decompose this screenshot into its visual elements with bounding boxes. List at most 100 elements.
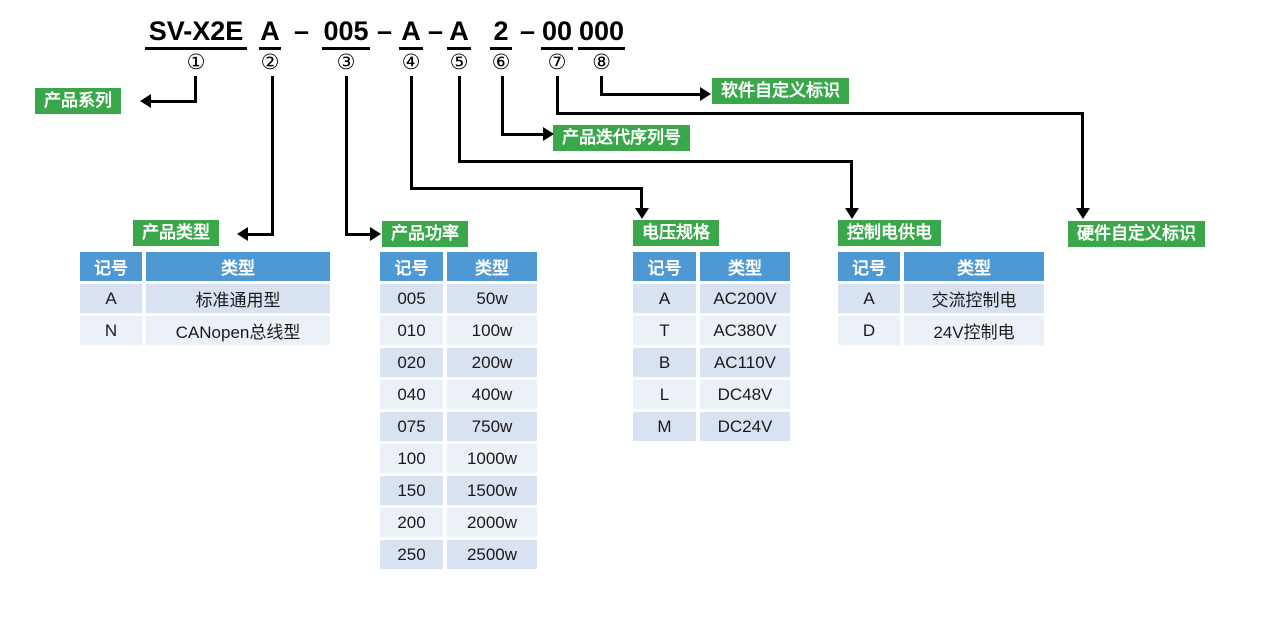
cell-symbol: 250 — [380, 540, 443, 569]
connector-line-5 — [850, 160, 853, 209]
callout-hardware-id: 硬件自定义标识 — [1068, 221, 1205, 247]
cell-symbol: A — [80, 284, 142, 313]
table-header-row: 记号 类型 — [80, 252, 330, 281]
table-row: 005 50w — [380, 284, 537, 313]
cell-type: 24V控制电 — [904, 316, 1044, 345]
table-row: 200 2000w — [380, 508, 537, 537]
code-text: 005 — [322, 16, 370, 50]
marker-8: ⑧ — [592, 51, 611, 74]
connector-line-4 — [640, 187, 643, 209]
product-power-table: 记号 类型 005 50w 010 100w 020 200w 040 400w… — [380, 252, 537, 572]
cell-symbol: D — [838, 316, 900, 345]
table-row: 075 750w — [380, 412, 537, 441]
cell-symbol: 150 — [380, 476, 443, 505]
table-row: M DC24V — [633, 412, 790, 441]
connector-line-6 — [501, 133, 545, 136]
connector-line-5 — [458, 76, 461, 163]
header-type: 类型 — [146, 252, 330, 281]
connector-line-2 — [247, 233, 274, 236]
table-row: 150 1500w — [380, 476, 537, 505]
connector-line-1 — [150, 100, 197, 103]
cell-symbol: 005 — [380, 284, 443, 313]
cell-type: AC200V — [700, 284, 790, 313]
header-type: 类型 — [904, 252, 1044, 281]
code-segment-1: SV-X2E ① — [145, 16, 247, 74]
header-type: 类型 — [447, 252, 537, 281]
connector-line-3 — [345, 233, 372, 236]
arrowhead-3 — [370, 227, 381, 241]
header-type: 类型 — [700, 252, 790, 281]
table-row: A 交流控制电 — [838, 284, 1044, 313]
connector-line-3 — [345, 76, 348, 236]
code-text: 000 — [578, 16, 625, 50]
cell-type: AC380V — [700, 316, 790, 345]
cell-symbol: A — [838, 284, 900, 313]
marker-3: ③ — [336, 51, 356, 74]
table-header-row: 记号 类型 — [633, 252, 790, 281]
code-segment-3: 005 ③ — [322, 16, 370, 74]
cell-symbol: N — [80, 316, 142, 345]
header-symbol: 记号 — [80, 252, 142, 281]
connector-line-2 — [271, 76, 274, 236]
code-segment-2: A ② — [259, 16, 281, 74]
cell-symbol: T — [633, 316, 696, 345]
code-dash: – — [428, 16, 444, 46]
table-row: N CANopen总线型 — [80, 316, 330, 345]
callout-product-series: 产品系列 — [35, 88, 121, 114]
code-text: A — [259, 16, 281, 50]
table-row: L DC48V — [633, 380, 790, 409]
cell-type: 2500w — [447, 540, 537, 569]
cell-symbol: 200 — [380, 508, 443, 537]
marker-1: ① — [186, 51, 206, 74]
cell-symbol: B — [633, 348, 696, 377]
cell-type: 50w — [447, 284, 537, 313]
code-text: A — [447, 16, 471, 50]
code-dash: – — [520, 16, 536, 46]
connector-line-7 — [556, 112, 1084, 115]
table-header-row: 记号 类型 — [838, 252, 1044, 281]
voltage-spec-table: 记号 类型 A AC200V T AC380V B AC110V L DC48V… — [633, 252, 790, 444]
cell-type: CANopen总线型 — [146, 316, 330, 345]
callout-voltage-spec: 电压规格 — [633, 220, 719, 246]
arrowhead-7 — [1076, 208, 1090, 219]
cell-type: 1000w — [447, 444, 537, 473]
code-segment-6: 2 ⑥ — [490, 16, 512, 74]
cell-symbol: 040 — [380, 380, 443, 409]
arrowhead-5 — [845, 208, 859, 219]
cell-symbol: M — [633, 412, 696, 441]
table-row: D 24V控制电 — [838, 316, 1044, 345]
cell-type: 400w — [447, 380, 537, 409]
table-row: T AC380V — [633, 316, 790, 345]
callout-software-id: 软件自定义标识 — [712, 78, 849, 104]
cell-symbol: 010 — [380, 316, 443, 345]
connector-line-8 — [600, 76, 603, 96]
arrowhead-2 — [237, 227, 248, 241]
code-dash: – — [377, 16, 393, 46]
cell-symbol: 100 — [380, 444, 443, 473]
product-type-table: 记号 类型 A 标准通用型 N CANopen总线型 — [80, 252, 330, 348]
connector-line-7 — [1081, 112, 1084, 209]
connector-line-5 — [458, 160, 853, 163]
code-text: SV-X2E — [145, 16, 247, 50]
cell-symbol: A — [633, 284, 696, 313]
arrowhead-8 — [700, 87, 711, 101]
cell-type: 交流控制电 — [904, 284, 1044, 313]
marker-2: ② — [260, 51, 280, 74]
header-symbol: 记号 — [838, 252, 900, 281]
table-row: 100 1000w — [380, 444, 537, 473]
table-row: A AC200V — [633, 284, 790, 313]
cell-type: 标准通用型 — [146, 284, 330, 313]
connector-line-6 — [501, 76, 504, 136]
code-text: 00 — [541, 16, 573, 50]
table-header-row: 记号 类型 — [380, 252, 537, 281]
cell-type: 200w — [447, 348, 537, 377]
callout-control-power: 控制电供电 — [838, 220, 941, 246]
table-row: 020 200w — [380, 348, 537, 377]
cell-symbol: L — [633, 380, 696, 409]
cell-symbol: 075 — [380, 412, 443, 441]
connector-line-4 — [410, 187, 643, 190]
code-segment-5: A ⑤ — [447, 16, 471, 74]
table-row: B AC110V — [633, 348, 790, 377]
code-text: A — [399, 16, 423, 50]
control-power-table: 记号 类型 A 交流控制电 D 24V控制电 — [838, 252, 1044, 348]
